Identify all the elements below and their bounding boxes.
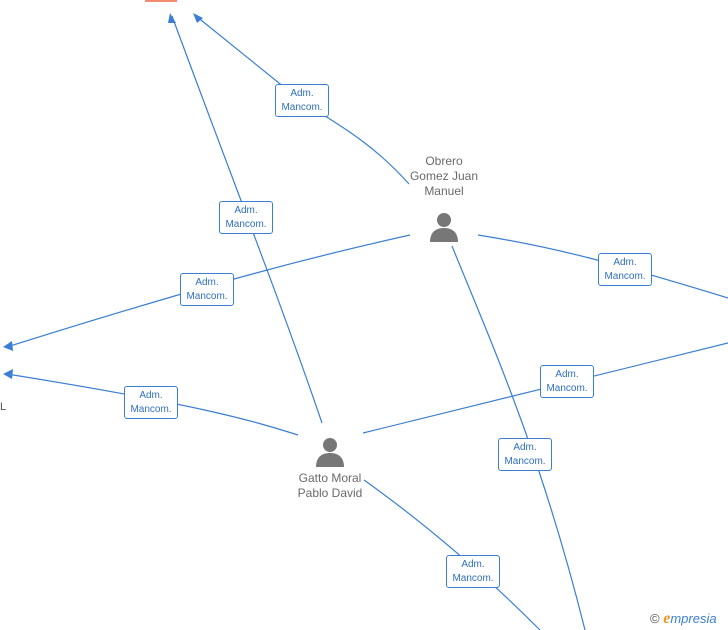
person-node-obrero[interactable]: Obrero Gomez Juan Manuel (394, 154, 494, 243)
person-icon (316, 438, 344, 467)
relation-label-role: Adm. (290, 88, 314, 99)
relation-label[interactable]: Adm. Mancom. (180, 273, 234, 306)
brand-initial: e (663, 610, 671, 627)
relation-label-role: Adm. (513, 442, 537, 453)
edge-gatto-to-bottom (363, 479, 541, 630)
edge-obrero-to-right (477, 234, 728, 299)
copyright-symbol: © (650, 611, 660, 626)
arrowhead-left-lower (3, 369, 13, 379)
person-name: Obrero Gomez Juan Manuel (409, 154, 479, 198)
relation-label-type: Mancom. (281, 102, 323, 113)
empresia-logo: © empresia (650, 610, 717, 628)
arrowhead-top-right (193, 13, 203, 23)
relation-label-type: Mancom. (130, 404, 172, 415)
relation-label[interactable]: Adm. Mancom. (219, 201, 273, 234)
offscreen-node-label-fragment: L (0, 401, 7, 413)
edge-gatto-to-right (362, 342, 728, 434)
relation-label-role: Adm. (195, 277, 219, 288)
brand-name: mpresia (670, 611, 717, 626)
person-icon (430, 213, 458, 242)
offscreen-node-marker (145, 0, 177, 2)
relation-label-role: Adm. (461, 559, 485, 570)
relation-label-type: Mancom. (186, 291, 228, 302)
relation-label-role: Adm. (555, 369, 579, 380)
person-name: Gatto Moral Pablo David (297, 471, 363, 500)
relation-label[interactable]: Adm. Mancom. (598, 253, 652, 286)
relation-label[interactable]: Adm. Mancom. (446, 555, 500, 588)
edge-gatto-to-left (6, 373, 299, 436)
relation-label-type: Mancom. (604, 271, 646, 282)
relation-label[interactable]: Adm. Mancom. (124, 386, 178, 419)
edge-obrero-to-bottom (451, 245, 586, 630)
relation-label[interactable]: Adm. Mancom. (498, 438, 552, 471)
relation-label-type: Mancom. (504, 456, 546, 467)
relation-label-type: Mancom. (225, 219, 267, 230)
relation-label[interactable]: Adm. Mancom. (540, 365, 594, 398)
relation-label-role: Adm. (234, 205, 258, 216)
arrowhead-top-left (168, 13, 176, 23)
person-node-gatto[interactable]: Gatto Moral Pablo David (280, 436, 380, 501)
edge-gatto-to-top (171, 15, 323, 424)
relation-label-type: Mancom. (452, 573, 494, 584)
relation-label[interactable]: Adm. Mancom. (275, 84, 329, 117)
relation-label-role: Adm. (139, 390, 163, 401)
arrowhead-left-upper (3, 341, 13, 351)
relation-label-type: Mancom. (546, 383, 588, 394)
edge-obrero-to-left (6, 234, 411, 348)
relation-label-role: Adm. (613, 257, 637, 268)
